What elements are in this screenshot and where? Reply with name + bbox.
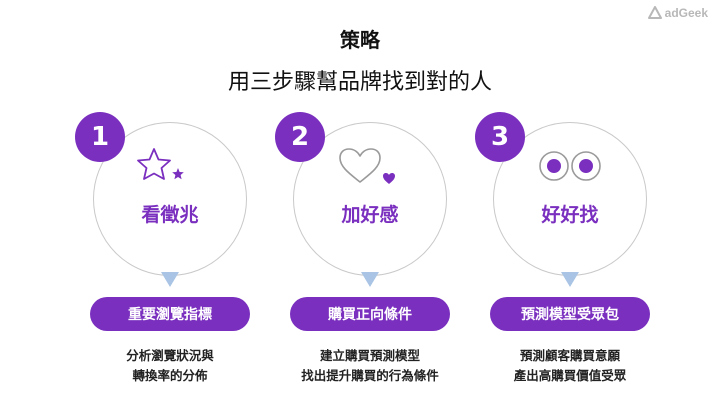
step-description: 建立購買預測模型 找出提升購買的行為條件	[265, 346, 475, 386]
step-description-line: 產出高購買價值受眾	[513, 368, 627, 383]
brand-logo: adGeek	[647, 6, 708, 20]
page-title: 策略	[340, 28, 380, 52]
step-pill: 預測模型受眾包	[490, 297, 650, 331]
step-description-line: 預測顧客購買意願	[519, 348, 620, 363]
adgeek-logo-icon	[647, 6, 662, 19]
logo-text: adGeek	[664, 6, 708, 20]
step-3: 3 好好找 預測模型受眾包 預測顧客購買意願 產出高購買價值受眾	[455, 0, 685, 405]
step-pill: 重要瀏覽指標	[90, 297, 250, 331]
eyes-icon	[539, 151, 601, 181]
star-icon	[137, 148, 184, 180]
step-description: 預測顧客購買意願 產出高購買價值受眾	[465, 346, 675, 386]
step-pill: 購買正向條件	[290, 297, 450, 331]
step-circle-label: 加好感	[341, 204, 399, 226]
step-description-line: 建立購買預測模型	[319, 348, 420, 363]
step-number-badge: 2	[275, 112, 325, 162]
heart-icon	[339, 148, 395, 184]
step-circle-label: 好好找	[541, 204, 599, 226]
step-description: 分析瀏覽狀況與 轉換率的分佈	[65, 346, 275, 386]
step-number-badge: 3	[475, 112, 525, 162]
step-description-line: 分析瀏覽狀況與	[126, 348, 214, 363]
step-number-badge: 1	[75, 112, 125, 162]
step-circle-label: 看徵兆	[141, 204, 199, 226]
down-arrow-icon	[161, 272, 179, 287]
step-description-line: 轉換率的分佈	[132, 368, 208, 383]
down-arrow-icon	[561, 272, 579, 287]
step-2: 2 加好感 購買正向條件 建立購買預測模型 找出提升購買的行為條件	[255, 0, 485, 405]
step-description-line: 找出提升購買的行為條件	[301, 368, 439, 383]
down-arrow-icon	[361, 272, 379, 287]
step-1: 1 看徵兆 重要瀏覽指標 分析瀏覽狀況與 轉換率的分佈	[55, 0, 285, 405]
page-subtitle: 用三步驟幫品牌找到對的人	[227, 70, 492, 95]
